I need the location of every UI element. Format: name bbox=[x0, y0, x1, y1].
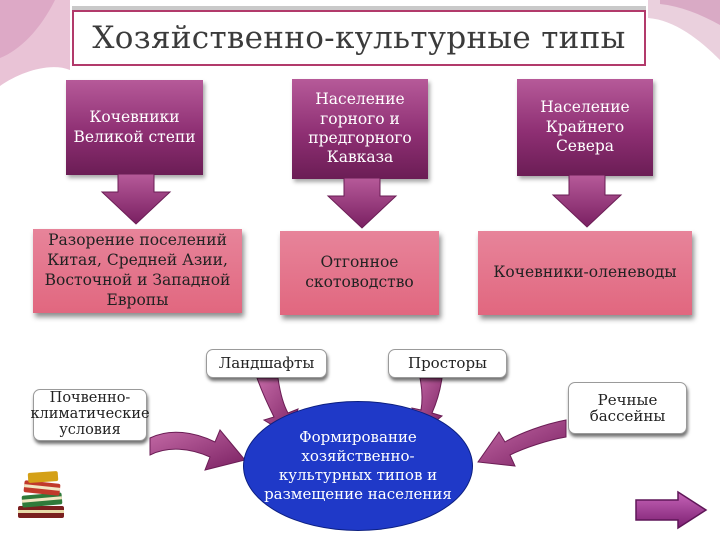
down-arrow-icon bbox=[551, 175, 623, 228]
arrow-icon bbox=[149, 429, 246, 471]
next-arrow-icon[interactable] bbox=[634, 490, 708, 530]
background-swoosh bbox=[0, 0, 720, 86]
factor-landscapes: Ландшафты bbox=[206, 349, 327, 378]
down-arrow-icon bbox=[100, 174, 172, 225]
factor-expanses: Просторы bbox=[388, 349, 507, 378]
factor-river-basins: Речные бассейны bbox=[568, 382, 687, 434]
source-box-caucasus: Население горного и предгорного Кавказа bbox=[292, 79, 428, 179]
center-ellipse: Формирование хозяйственно-культурных тип… bbox=[243, 401, 473, 531]
arrow-icon bbox=[477, 419, 567, 467]
down-arrow-icon bbox=[326, 178, 398, 229]
page-title: Хозяйственно-культурные типы bbox=[72, 10, 646, 66]
result-box-transhumance: Отгонное скотоводство bbox=[280, 231, 439, 315]
factor-soil-climate: Почвенно-климатические условия bbox=[30, 389, 150, 441]
source-box-far-north: Население Крайнего Севера bbox=[517, 79, 653, 176]
books-icon bbox=[18, 471, 64, 518]
title-top-bar bbox=[72, 6, 646, 12]
result-box-reindeer-herders: Кочевники-оленеводы bbox=[478, 231, 692, 315]
result-box-devastation: Разорение поселений Китая, Средней Азии,… bbox=[33, 229, 242, 313]
source-box-steppe-nomads: Кочевники Великой степи bbox=[66, 80, 203, 175]
